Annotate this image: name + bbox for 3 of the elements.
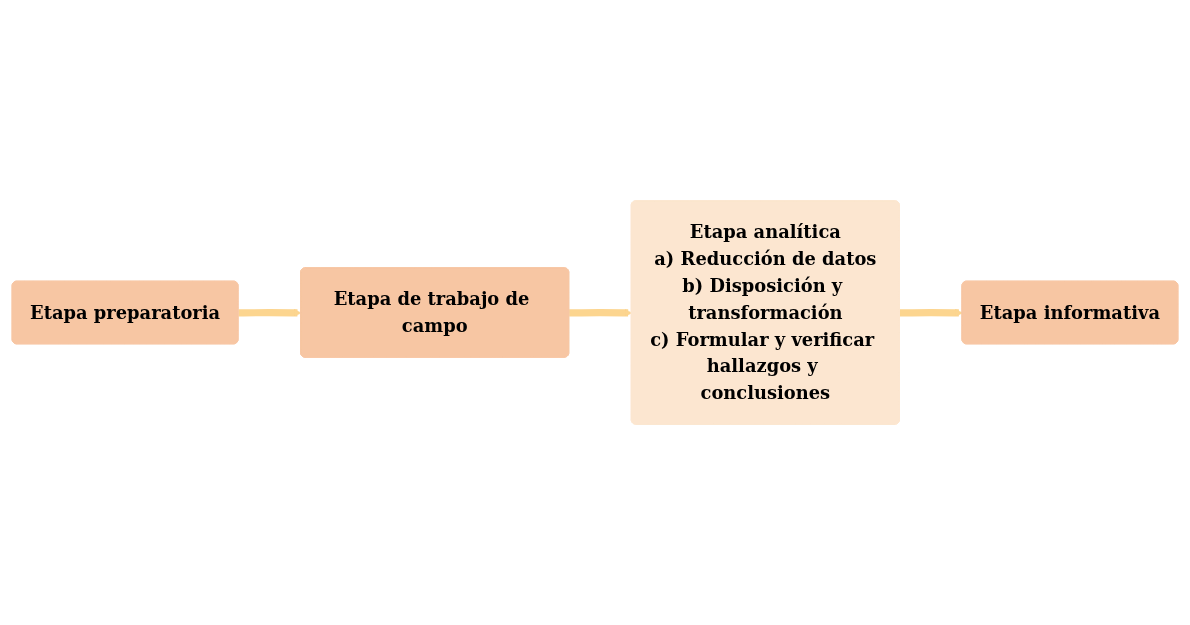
arrow xyxy=(238,308,302,317)
arrow xyxy=(569,308,633,317)
arrow xyxy=(899,308,963,317)
